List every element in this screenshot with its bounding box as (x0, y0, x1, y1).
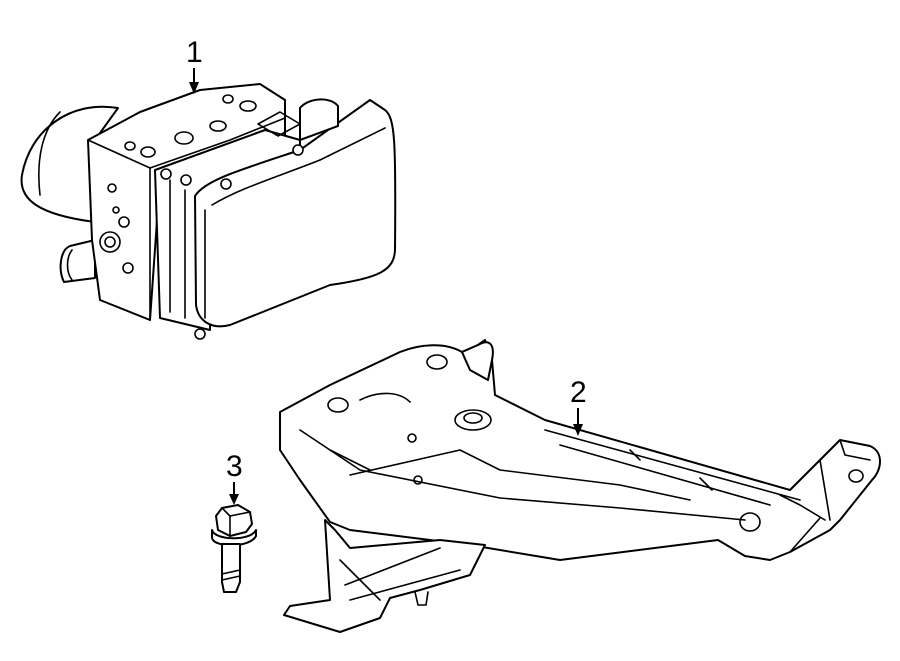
callout-1-arrowhead (189, 82, 199, 94)
callout-2-arrowhead (573, 424, 583, 436)
callout-1-label: 1 (186, 36, 203, 69)
callout-2: 2 (570, 376, 587, 436)
part-3-bolt (211, 504, 257, 593)
part-1-abs-modulator (20, 83, 397, 340)
callout-3: 3 (226, 450, 243, 505)
callout-3-label: 3 (226, 450, 243, 483)
callout-3-arrowhead (229, 494, 239, 505)
part-2-mounting-bracket (279, 339, 881, 633)
callout-1: 1 (186, 36, 203, 94)
callout-2-label: 2 (570, 376, 587, 409)
